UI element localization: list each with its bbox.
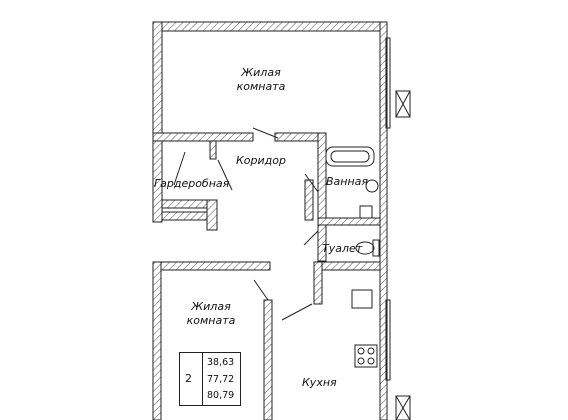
living-room-top-label: Жилая комната <box>236 66 286 94</box>
living-bottom-top-wall <box>152 261 271 271</box>
bathtub <box>325 146 375 167</box>
living-kitchen-wall <box>263 299 273 420</box>
room-label-line: Жилая <box>191 300 231 313</box>
kitchen-top-wall <box>313 261 381 271</box>
left-wall-upper <box>152 21 163 223</box>
living-room-bottom-label: Жилая комната <box>186 300 236 328</box>
area-value: 77,72 <box>207 374 235 385</box>
wardrobe-stub <box>209 140 217 160</box>
wardrobe-label: Гардеробная <box>154 177 230 190</box>
bath-toilet-wall <box>317 217 381 226</box>
toilet-label: Туалет <box>322 242 363 255</box>
window-bottom <box>385 299 391 381</box>
living-area-value: 38,63 <box>207 357 235 368</box>
bathroom-label: Ванная <box>326 175 369 188</box>
left-wall-lower <box>152 261 162 420</box>
kitchen-stove <box>354 344 378 368</box>
divider <box>202 353 203 405</box>
kitchen-left-stub <box>313 261 323 305</box>
living-top-bottom-wall-right <box>274 132 320 142</box>
burner <box>357 347 365 355</box>
vent-bottom <box>395 395 411 420</box>
total-area-value: 80,79 <box>207 390 235 401</box>
door-toilet <box>303 230 319 246</box>
room-label-line: комната <box>236 80 286 93</box>
walls <box>152 21 388 420</box>
burner <box>357 357 365 365</box>
door-corridor <box>217 159 233 191</box>
bathtub-inner <box>330 150 370 163</box>
washing-machine <box>359 205 373 219</box>
door-living-bottom <box>253 279 269 301</box>
door-wardrobe <box>173 151 186 186</box>
toilet-bowl <box>355 241 375 255</box>
room-label-line: комната <box>186 314 236 327</box>
window-top <box>385 37 391 129</box>
area-summary-box: 2 38,63 77,72 80,79 <box>179 352 241 406</box>
toilet-tank <box>372 239 380 257</box>
door-bath <box>304 173 319 193</box>
vent-top <box>395 90 411 118</box>
bath-sink <box>365 179 379 193</box>
top-wall <box>152 21 386 32</box>
kitchen-label: Кухня <box>302 376 337 389</box>
kitchen-sink <box>351 289 373 309</box>
room-label-line: Жилая <box>241 66 281 79</box>
living-top-bottom-wall-left <box>152 132 254 142</box>
corridor-stub <box>304 179 314 221</box>
door-living-top <box>252 127 279 139</box>
corridor-label: Коридор <box>236 154 286 167</box>
wardrobe-corner <box>206 199 218 231</box>
door-kitchen <box>281 303 313 321</box>
room-count: 2 <box>185 372 192 385</box>
burner <box>367 347 375 355</box>
burner <box>367 357 375 365</box>
bath-left-wall <box>317 132 327 262</box>
